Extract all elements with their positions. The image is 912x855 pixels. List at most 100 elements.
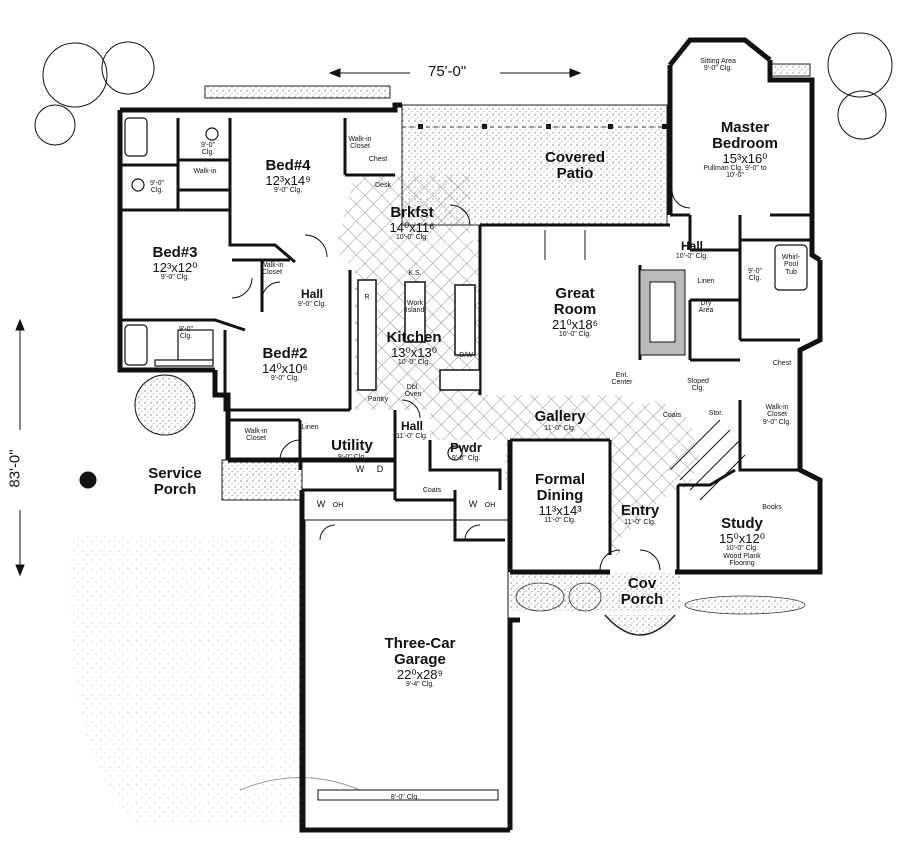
bed4-ceiling: 9'-0" Clg.	[273, 187, 303, 195]
bed4-size: 12³x14⁹	[265, 172, 311, 188]
formal-dining-ceiling: 11'-0" Clg.	[544, 517, 576, 525]
utility-ceiling: 9'-0" Clg.	[337, 453, 367, 461]
washer-garage-right: W	[468, 499, 478, 509]
master-bedroom-name: Master Bedroom	[712, 119, 778, 152]
bed2-label: Bed#2 14⁰x10⁶ 9'-0" Clg.	[262, 346, 308, 383]
kitchen-counters	[357, 279, 481, 391]
kitchen-name: Kitchen	[386, 329, 442, 346]
bed3-size: 12³x12⁰	[152, 259, 198, 275]
dimension-lines	[15, 68, 582, 577]
driveway	[68, 535, 361, 825]
washer-garage-left: W	[316, 499, 326, 509]
hall-bed-label: Hall 9'-0" Clg.	[298, 288, 326, 308]
service-porch-name: Service Porch	[148, 465, 202, 498]
books-label: Books	[762, 504, 782, 511]
great-room-name: Great Room	[553, 285, 597, 318]
entry-ceiling: 11'-0" Clg.	[624, 518, 656, 526]
walkin-closet-bed3: Walk-in Closet	[260, 262, 284, 277]
linen-master: Linen	[697, 278, 715, 285]
clg-bath2: 9'-0" Clg.	[150, 180, 164, 195]
study-size: 15⁰x12⁰	[719, 530, 765, 546]
tile-floor	[335, 175, 700, 555]
sitting-area-label: Sitting Area 9'-0" Clg.	[700, 58, 736, 73]
study-label: Study 15⁰x12⁰ 10'-0" Clg. Wood Plank Flo…	[717, 516, 767, 567]
hall-master-name: Hall	[680, 239, 704, 253]
garage-door-ceiling: 8'-0" Clg.	[390, 794, 420, 801]
garage-name: Three-Car Garage	[384, 635, 456, 668]
walkin-bed3: Walk-in	[193, 168, 217, 175]
work-island-label: Work Island	[405, 300, 425, 315]
formal-dining-label: Formal Dining 11³x14³ 11'-0" Clg.	[525, 472, 595, 524]
great-room-ceiling: 10'-0" Clg.	[558, 331, 592, 339]
walkin-master-name: Walk-in Closet	[765, 404, 789, 419]
entry-name: Entry	[620, 502, 660, 519]
chest-bed4: Chest	[368, 156, 388, 163]
sloped-clg-label: Sloped Clg.	[687, 378, 709, 393]
sitting-area-ceiling: 9'-0" Clg.	[703, 65, 733, 73]
hall-master-label: Hall 10'-0" Clg.	[676, 240, 708, 260]
brkfst-label: Brkfst 14⁰x11⁶ 10'-0" Clg.	[389, 205, 434, 242]
garage-size: 22⁰x28⁹	[396, 666, 444, 682]
hall-master-ceiling: 10'-0" Clg.	[675, 252, 709, 260]
door-swings	[231, 189, 691, 571]
pwdr-label: Pwdr 9'-0" Clg.	[450, 441, 482, 462]
service-porch-label: Service Porch	[140, 466, 210, 498]
whirlpool-label: Whirl-Pool Tub	[781, 254, 801, 276]
coats-entry: Coats	[662, 412, 682, 419]
bed3-label: Bed#3 12³x12⁰ 9'-0" Clg.	[152, 245, 197, 282]
study-note: Wood Plank Flooring	[723, 552, 761, 568]
oh-garage-right: OH	[484, 502, 496, 509]
master-bedroom-ceiling: Pullman Clg. 9'-0" to 10'-0"	[703, 165, 767, 180]
gallery-ceiling: 11'-0" Clg.	[544, 424, 576, 432]
bed3-name: Bed#3	[152, 244, 198, 261]
garage-label: Three-Car Garage 22⁰x28⁹ 9'-4" Clg.	[375, 636, 465, 688]
kitchen-label: Kitchen 13⁰x13⁰ 10'-0" Clg.	[386, 330, 441, 367]
kitchen-size: 13⁰x13⁰	[391, 344, 437, 360]
stair	[669, 419, 746, 501]
great-room-label: Great Room 21⁰x18⁶ 10'-0" Clg.	[545, 286, 605, 338]
clg-master-bath: 9'-0" Clg.	[748, 268, 762, 283]
washer-utility: W	[355, 464, 365, 474]
utility-name: Utility	[331, 437, 373, 454]
brkfst-size: 14⁰x11⁶	[389, 219, 435, 235]
stor-label: Stor.	[708, 410, 724, 417]
brkfst-name: Brkfst	[390, 204, 434, 221]
walkin-master-label: Walk-in Closet 9'-0" Clg.	[757, 404, 797, 426]
formal-dining-size: 11³x14³	[538, 502, 582, 518]
dbl-oven-label: Dbl. Oven	[404, 384, 422, 399]
entry-label: Entry 11'-0" Clg.	[621, 503, 659, 526]
dryer-utility: D	[376, 464, 384, 474]
walkin-closet-bed2: Walk-in Closet	[244, 428, 268, 443]
garage-ceiling: 9'-4" Clg.	[405, 681, 435, 689]
pwdr-name: Pwdr	[450, 440, 482, 455]
coats-hall: Coats	[422, 487, 442, 494]
oh-garage-left: OH	[332, 502, 344, 509]
sitting-area-name: Sitting Area	[700, 58, 736, 65]
kitchen-ceiling: 10'-0" Clg.	[397, 359, 431, 367]
depth-dimension: 83'-0"	[6, 449, 24, 488]
hall-kitchen-label: Hall 11'-0" Clg.	[396, 420, 428, 440]
bed2-name: Bed#2	[262, 345, 308, 362]
chest-master: Chest	[772, 360, 792, 367]
service-porch-area	[221, 459, 303, 501]
linen-bed2: Linen	[301, 424, 319, 431]
bed2-size: 14⁰x10⁶	[262, 360, 308, 376]
walkin-master-ceiling: 9'-0" Clg.	[762, 418, 792, 426]
landscape-plants	[34, 32, 893, 436]
hall-bed-ceiling: 9'-0" Clg.	[297, 300, 327, 308]
dry-area-label: Dry Area	[698, 300, 714, 315]
brkfst-ceiling: 10'-0" Clg.	[395, 234, 429, 242]
pwdr-ceiling: 9'-0" Clg.	[451, 454, 481, 462]
master-bedroom-label: Master Bedroom 15³x16⁰ Pullman Clg. 9'-0…	[700, 120, 790, 180]
cov-porch-label: Cov Porch	[617, 576, 667, 608]
dw-label: D/W	[459, 352, 473, 359]
bed2-ceiling: 9'-0" Clg.	[270, 375, 300, 383]
spiky-shrub	[79, 471, 97, 489]
ref-label: R	[364, 294, 370, 301]
covered-patio-name: Covered Patio	[544, 149, 606, 182]
gallery-label: Gallery 11'-0" Clg.	[535, 409, 586, 432]
bed4-label: Bed#4 12³x14⁹ 9'-0" Clg.	[265, 158, 310, 195]
ent-center-label: Ent. Center	[611, 372, 633, 387]
porch-step	[604, 614, 676, 636]
